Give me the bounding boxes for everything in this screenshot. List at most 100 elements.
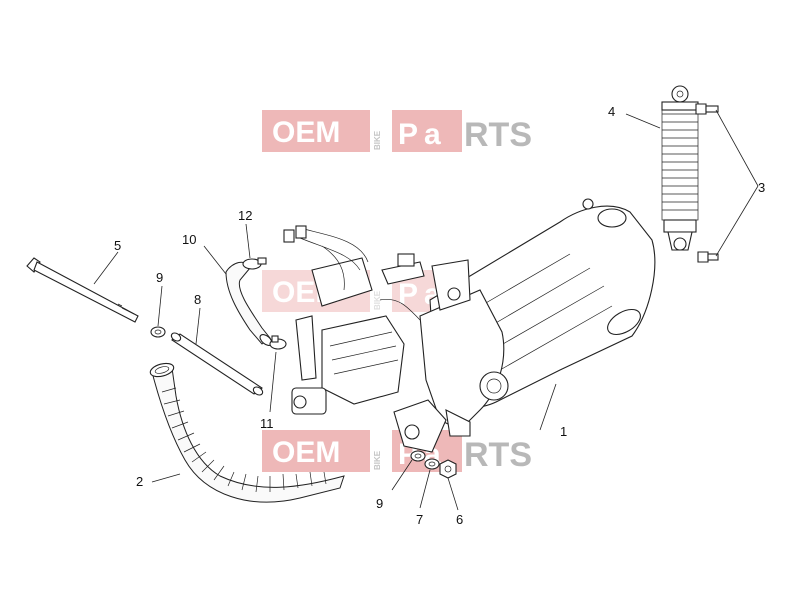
cover-boss bbox=[597, 208, 627, 228]
leader-lines bbox=[93, 109, 759, 511]
clamp-tab bbox=[271, 335, 279, 343]
leader-11 bbox=[269, 351, 277, 413]
washer-hole bbox=[428, 461, 436, 467]
part-shock-absorber bbox=[661, 85, 699, 251]
cylinder-fins bbox=[329, 331, 399, 375]
bolt-thread bbox=[117, 303, 135, 315]
shock-top-eye bbox=[671, 85, 689, 103]
watermark-red-block bbox=[262, 430, 370, 472]
swing-mount-hole bbox=[404, 424, 420, 440]
watermark-red-block-2 bbox=[392, 110, 462, 152]
rubber-hose-body bbox=[225, 261, 271, 345]
washer-hole bbox=[154, 329, 162, 335]
watermark-bike-text: BIKE bbox=[373, 290, 382, 310]
spacer-end bbox=[170, 332, 182, 342]
callout-5: 5 bbox=[114, 238, 121, 253]
part-hose-clamp-top bbox=[242, 257, 267, 270]
callout-3: 3 bbox=[758, 180, 765, 195]
cover-ribs bbox=[459, 253, 613, 371]
watermark-rts-text: RTS bbox=[464, 436, 532, 474]
part-shock-bolt-lower bbox=[697, 251, 719, 263]
callout-12: 12 bbox=[238, 208, 252, 223]
callout-11: 11 bbox=[260, 416, 274, 431]
watermark-red-block bbox=[262, 110, 370, 152]
leader-12 bbox=[245, 223, 251, 259]
intake-manifold bbox=[311, 257, 373, 307]
leader-7 bbox=[419, 469, 431, 509]
wiring-harness bbox=[299, 227, 369, 291]
leader-2 bbox=[151, 473, 181, 483]
shock-bottom-cap bbox=[663, 219, 697, 233]
callout-7: 7 bbox=[416, 512, 423, 527]
watermark-bottom: OEM BIKE P a RTS bbox=[262, 430, 532, 474]
cover-bolt bbox=[582, 198, 594, 210]
part-spacer-tube bbox=[170, 332, 264, 396]
leader-4 bbox=[625, 113, 661, 129]
cylinder-head bbox=[321, 315, 405, 405]
nut-hole bbox=[444, 465, 452, 473]
intake-pipe bbox=[295, 315, 317, 381]
sensor bbox=[397, 253, 415, 267]
leader-3b bbox=[715, 185, 759, 257]
watermark-bike-text: BIKE bbox=[373, 450, 382, 470]
part-washer-upper bbox=[150, 326, 166, 338]
part-corrugated-hose bbox=[149, 362, 345, 503]
leader-9b bbox=[391, 459, 413, 491]
clamp-tab bbox=[257, 257, 267, 265]
part-nut bbox=[439, 459, 457, 479]
leader-5 bbox=[93, 251, 119, 285]
bolt-shaft bbox=[33, 261, 139, 323]
leader-6 bbox=[447, 477, 459, 511]
hose-body bbox=[151, 367, 345, 503]
axle-stub bbox=[445, 409, 471, 437]
part-engine-assembly bbox=[283, 198, 656, 453]
part-long-bolt bbox=[26, 257, 139, 323]
spacer-end bbox=[252, 386, 264, 396]
wire-connector bbox=[295, 225, 307, 239]
callout-2: 2 bbox=[136, 474, 143, 489]
bolt-head bbox=[695, 103, 707, 115]
thermostat-outlet bbox=[447, 287, 461, 301]
carb-port bbox=[293, 395, 307, 409]
watermark-a-text: a bbox=[424, 118, 441, 151]
watermark-rts-text: RTS bbox=[464, 116, 532, 154]
shock-top-cap bbox=[661, 101, 699, 111]
callout-8: 8 bbox=[194, 292, 201, 307]
watermark-p-text: P bbox=[398, 118, 418, 151]
watermark-p-text: P bbox=[398, 278, 418, 311]
hose-link bbox=[379, 298, 421, 321]
watermark-oem-text: OEM bbox=[272, 116, 340, 149]
watermark-bike-text: BIKE bbox=[373, 130, 382, 150]
watermark-top: OEM BIKE P a RTS bbox=[262, 110, 532, 154]
washer-hole bbox=[414, 453, 422, 459]
hose-inlet-hole bbox=[154, 366, 170, 374]
bolt-shank bbox=[707, 253, 719, 261]
callout-labels: 1 2 3 4 5 6 7 8 9 9 10 11 12 bbox=[114, 104, 765, 527]
callout-10: 10 bbox=[182, 232, 196, 247]
shock-top-eye-hole bbox=[676, 90, 684, 98]
leader-8 bbox=[195, 307, 201, 345]
shock-spring-coils bbox=[662, 113, 698, 211]
thermostat-housing bbox=[431, 259, 471, 311]
part-washer-lower bbox=[410, 450, 426, 462]
crankcase-bearing-inner bbox=[486, 378, 502, 394]
wire-connector bbox=[283, 229, 295, 243]
leader-3a bbox=[715, 109, 759, 187]
spacer-body bbox=[171, 333, 263, 395]
callout-9-lower: 9 bbox=[376, 496, 383, 511]
part-hose-clamp-bottom bbox=[269, 335, 287, 350]
bolt-shank bbox=[705, 105, 719, 113]
swing-mount bbox=[393, 399, 447, 453]
callout-9-upper: 9 bbox=[156, 270, 163, 285]
callout-1: 1 bbox=[560, 424, 567, 439]
part-shock-bolt-upper bbox=[695, 103, 719, 115]
leader-10 bbox=[203, 245, 227, 275]
leader-9a bbox=[157, 285, 163, 327]
leader-1 bbox=[539, 383, 557, 431]
hose-ribs bbox=[161, 387, 327, 493]
callout-6: 6 bbox=[456, 512, 463, 527]
callout-4: 4 bbox=[608, 104, 615, 119]
shock-bottom-eye bbox=[673, 237, 687, 251]
